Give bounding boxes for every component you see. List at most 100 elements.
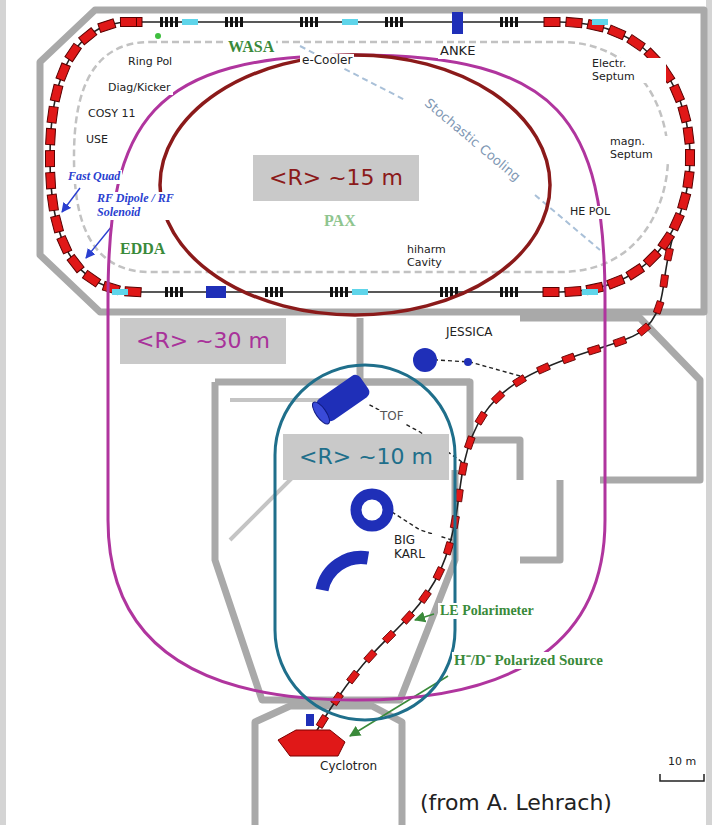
dipole-magnet: [45, 151, 54, 167]
quadrupole-magnet: [270, 287, 273, 297]
quadrupole-magnet: [395, 17, 398, 27]
beamline-magnet: [419, 590, 432, 604]
dipole-magnet: [608, 25, 626, 40]
dipole-magnet: [566, 17, 583, 27]
device-label: Electr. Septum: [590, 58, 666, 83]
radius-box: <R> ~10 m: [283, 434, 449, 480]
credit-note: (from A. Lehrach): [418, 790, 614, 815]
quadrupole-magnet: [385, 17, 388, 27]
beamline-magnet: [637, 323, 651, 336]
radius-outline-10: [275, 365, 455, 720]
tof-detector-end: [309, 399, 332, 426]
leader-arrow: [350, 676, 448, 736]
device-label: LE Polarimeter: [438, 603, 536, 619]
quadrupole-magnet: [515, 287, 518, 297]
radius-box: <R> ~30 m: [120, 318, 286, 364]
experiment-label: EDDA: [118, 240, 167, 258]
quadrupole-magnet: [400, 17, 403, 27]
beamline-magnet: [613, 336, 627, 347]
quadrupole-magnet: [445, 287, 448, 297]
building-wall: [520, 318, 700, 480]
quadrupole-magnet: [330, 287, 333, 297]
quadrupole-magnet: [280, 287, 283, 297]
dipole-magnet: [47, 194, 58, 211]
big-karl-ring: [356, 494, 388, 526]
device-label: Fast Quad: [66, 170, 122, 184]
beamline-magnet: [464, 436, 475, 450]
big-karl-magnet: [322, 557, 368, 590]
dipole-magnet: [79, 28, 97, 45]
quadrupole-magnet: [515, 17, 518, 27]
quadrupole-magnet: [275, 287, 278, 297]
beam-element: [182, 19, 198, 25]
quadrupole-magnet: [165, 287, 168, 297]
experiment-label: TOF: [378, 410, 406, 424]
device-label: Ring Pol: [126, 56, 174, 69]
cooling-label: Stochastic Cooling: [420, 94, 525, 185]
anke-magnet: [452, 12, 463, 34]
jessica-detector: [413, 348, 437, 372]
extraction-beamline: [437, 360, 520, 376]
dipole-magnet: [67, 255, 84, 273]
radius-box: <R> ~15 m: [253, 155, 419, 201]
dipole-magnet: [51, 215, 64, 233]
frame-strip: [0, 0, 6, 825]
building-wall: [520, 480, 560, 560]
device-label: RF Dipole / RF Solenoid: [95, 192, 191, 220]
dipole-magnet: [683, 127, 694, 144]
device-label: COSY 11: [86, 108, 138, 121]
dipole-magnet: [543, 288, 559, 297]
quadrupole-magnet: [315, 17, 318, 27]
beamline-magnet: [401, 611, 414, 625]
device-label: hiharm Cavity: [405, 244, 471, 269]
radius-outline-30: [108, 55, 605, 700]
beam-pipe: [50, 22, 690, 292]
dipole-magnets: [45, 17, 694, 296]
beamline-magnet: [537, 363, 551, 374]
device-label: H⁻/D⁻ Polarized Source: [452, 652, 606, 669]
small-detector: [464, 358, 472, 366]
beam-element: [582, 289, 598, 295]
beamline-magnet: [433, 567, 445, 581]
beamline-magnet: [458, 462, 467, 475]
cooling-line: [300, 46, 600, 250]
dipole-magnet: [669, 213, 684, 231]
experiment-label: JESSICA: [444, 326, 494, 340]
marker-dot: [155, 33, 161, 39]
dipole-magnet: [47, 106, 58, 123]
dipole-magnet: [683, 171, 694, 188]
radius-label: <R> ~30 m: [136, 328, 270, 354]
beamline-magnet: [587, 345, 601, 355]
experiment-label: ANKE: [438, 44, 477, 59]
beamline-magnets: [316, 248, 673, 729]
device-label: Diag/Kicker: [106, 82, 173, 95]
beamline-magnet: [660, 275, 669, 288]
quadrupole-magnet: [390, 17, 393, 27]
quadrupole-magnet: [225, 17, 228, 27]
quadrupole-magnet: [310, 17, 313, 27]
dipole-magnet: [670, 84, 685, 102]
device-label: USE: [84, 134, 110, 147]
edda-detector: [206, 286, 226, 298]
dipole-magnet: [565, 287, 582, 297]
dipole-magnet: [626, 264, 644, 280]
quadrupole-magnet: [180, 287, 183, 297]
beamline-magnet: [443, 542, 453, 555]
dipole-magnet: [678, 105, 691, 123]
quadrupole-magnet: [165, 17, 168, 27]
dipole-magnet: [98, 19, 116, 33]
quadrupole-magnet: [345, 287, 348, 297]
quadrupole-magnet: [240, 17, 243, 27]
beamline-magnet: [513, 375, 527, 387]
dipole-magnet: [65, 43, 81, 61]
beamline-magnet: [562, 353, 576, 364]
quadrupole-magnet: [175, 287, 178, 297]
quadrupole-magnet: [510, 287, 513, 297]
quadrupole-magnet: [300, 17, 303, 27]
dipole-magnet: [627, 35, 645, 51]
experiment-label: WASA: [226, 38, 276, 56]
radius-label: <R> ~10 m: [299, 444, 433, 470]
quadrupole-magnet: [170, 287, 173, 297]
quadrupole-magnet: [335, 287, 338, 297]
leader-arrow: [62, 188, 80, 212]
